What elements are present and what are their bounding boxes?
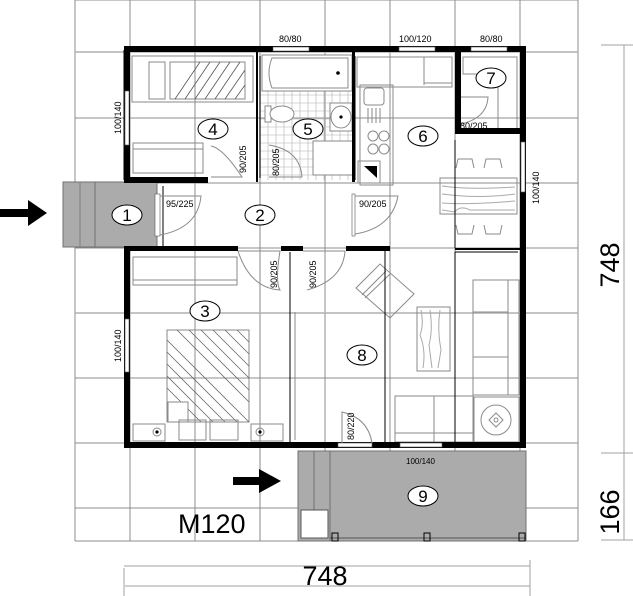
label-win-storage-top: 80/80 xyxy=(480,34,503,44)
svg-text:2: 2 xyxy=(255,206,264,225)
room-badge-1: 1 xyxy=(111,204,143,226)
svg-text:4: 4 xyxy=(208,120,217,139)
room-badge-4: 4 xyxy=(197,118,229,140)
label-door-entrance: 95/225 xyxy=(166,199,194,209)
kitchen-counter-top xyxy=(356,56,453,88)
label-win-kitchen-top: 100/120 xyxy=(399,34,432,44)
room-badges: 1 2 3 4 5 6 7 8 9 xyxy=(111,67,507,507)
svg-text:9: 9 xyxy=(418,487,427,506)
window-bedroom3-left xyxy=(124,318,130,373)
opening-labels: 80/80 100/120 80/80 100/140 90/205 80/20… xyxy=(113,34,541,466)
nightstand-right xyxy=(250,423,284,442)
kitchen-counter-left xyxy=(359,84,394,186)
desk xyxy=(132,142,204,174)
bed-hatch xyxy=(174,61,246,100)
label-door-terrace: 80/220 xyxy=(346,412,356,440)
dimension-depth: 748 xyxy=(595,242,625,287)
window-living-bottom xyxy=(399,442,443,448)
room-badge-3: 3 xyxy=(189,300,221,322)
room-badge-9: 9 xyxy=(407,485,439,507)
bed-single xyxy=(131,55,254,103)
fridge xyxy=(357,160,381,184)
svg-text:5: 5 xyxy=(303,120,312,139)
model-title: M120 xyxy=(178,509,246,539)
room-badge-2: 2 xyxy=(244,204,276,226)
window-bath-top xyxy=(272,46,310,52)
door-entrance-leaf xyxy=(154,193,161,237)
toilet xyxy=(264,105,295,123)
room-badge-7: 7 xyxy=(475,67,507,89)
svg-text:6: 6 xyxy=(418,127,427,146)
wardrobe xyxy=(132,256,238,286)
door-hall-living-leaf xyxy=(351,193,356,237)
entrance-porch xyxy=(62,181,158,248)
label-win-dining-right: 100/140 xyxy=(531,171,541,204)
label-win-bedroom3-left: 100/140 xyxy=(113,329,123,362)
door-swings xyxy=(159,96,489,444)
sofa-right xyxy=(472,279,520,396)
windows xyxy=(124,46,526,448)
shower-tray xyxy=(312,140,354,176)
label-door-bedroom3: 90/205 xyxy=(269,260,279,288)
label-door-hall-living: 90/205 xyxy=(359,199,387,209)
dimension-lines xyxy=(123,44,633,596)
label-door-bath: 80/205 xyxy=(271,148,281,176)
window-dining-right xyxy=(520,141,526,193)
svg-text:3: 3 xyxy=(200,302,209,321)
armchair xyxy=(355,263,415,319)
label-door-bedroom4: 90/205 xyxy=(238,145,248,173)
label-win-terrace: 100/140 xyxy=(406,457,435,466)
sink xyxy=(363,87,385,106)
washbasin xyxy=(329,102,353,132)
window-storage-top xyxy=(470,46,508,52)
dimension-terrace-depth: 166 xyxy=(595,489,625,534)
double-bed-hatch xyxy=(166,329,250,423)
svg-text:1: 1 xyxy=(122,206,131,225)
dining-table xyxy=(439,158,518,235)
label-win-bath-top: 80/80 xyxy=(279,34,302,44)
window-bedroom4-left xyxy=(124,90,130,146)
room-badge-6: 6 xyxy=(407,125,439,147)
window-kitchen-top xyxy=(398,46,436,52)
room-badge-8: 8 xyxy=(346,344,378,366)
dimension-width: 748 xyxy=(302,561,347,591)
nightstand-left xyxy=(132,423,166,442)
svg-text:8: 8 xyxy=(357,346,366,365)
coffee-table xyxy=(416,306,451,372)
door-terrace-gap xyxy=(337,442,373,448)
stove xyxy=(367,130,390,155)
label-door-storage: 80/205 xyxy=(460,121,488,131)
terrace-arrow-icon xyxy=(233,469,281,493)
svg-text:7: 7 xyxy=(486,69,495,88)
label-door-living: 90/205 xyxy=(308,260,318,288)
label-win-bedroom4-left: 100/140 xyxy=(113,101,123,134)
room-badge-5: 5 xyxy=(292,118,324,140)
entrance-arrow-icon xyxy=(0,200,47,226)
